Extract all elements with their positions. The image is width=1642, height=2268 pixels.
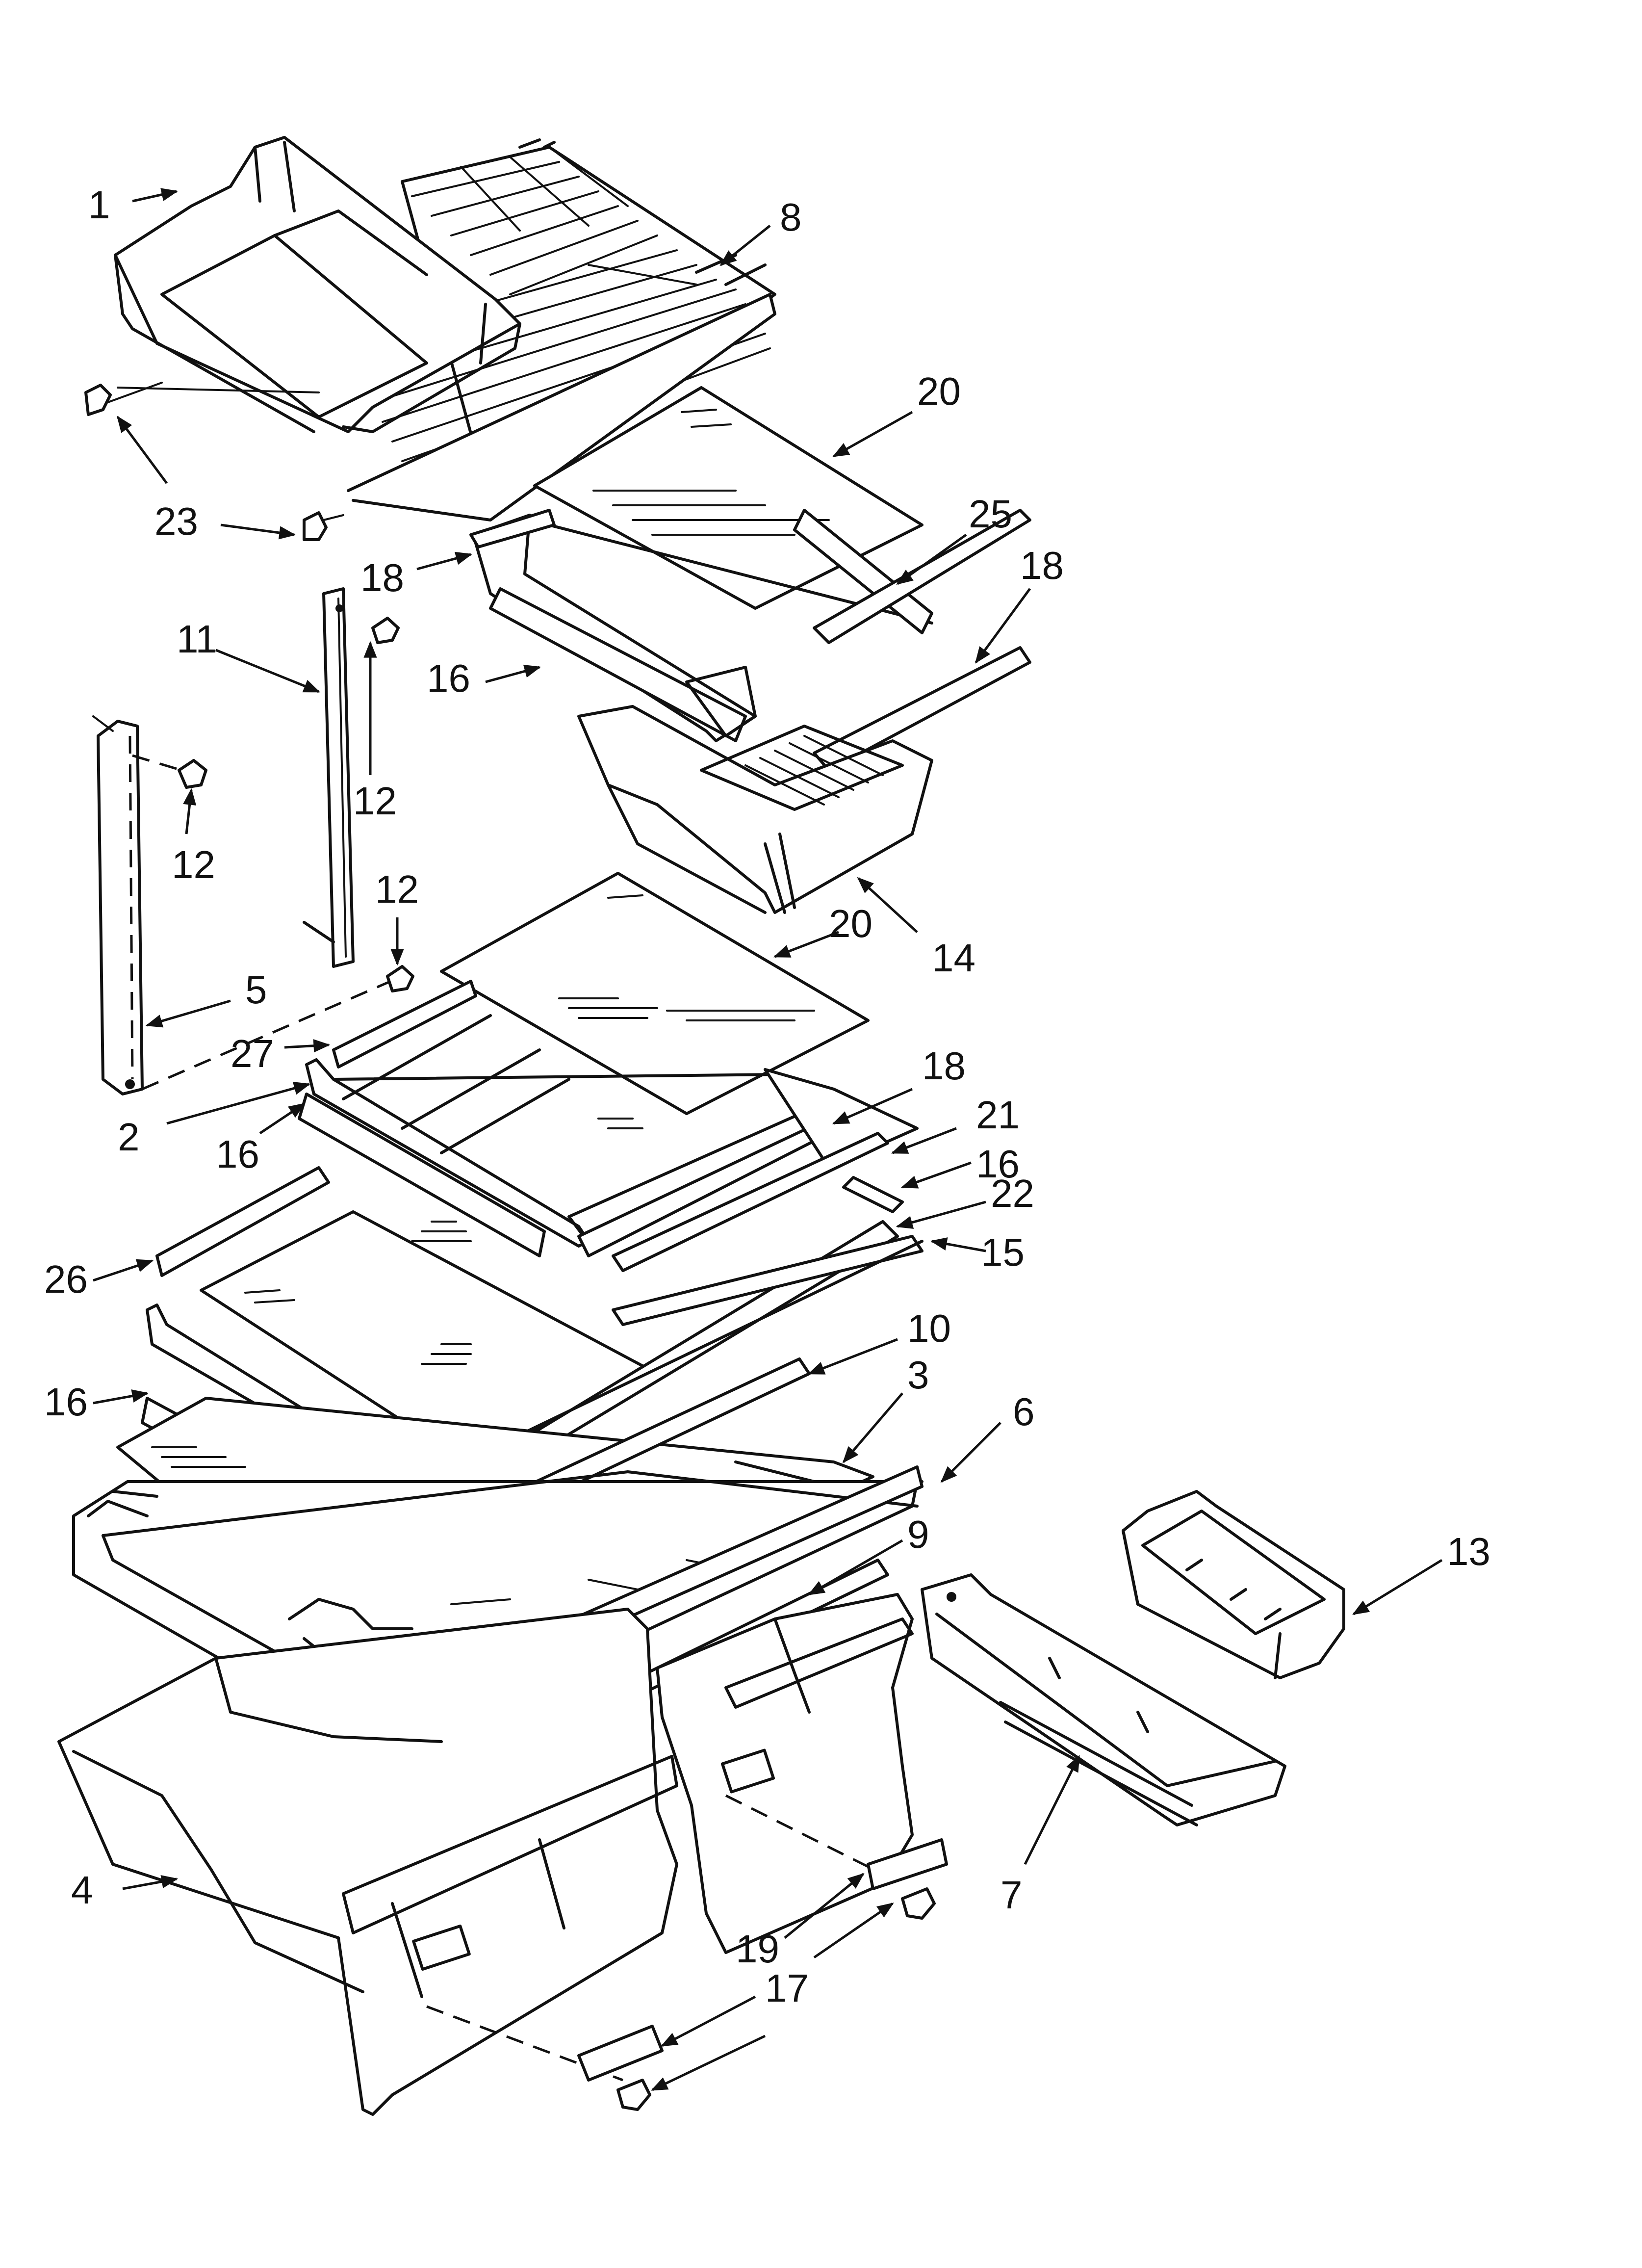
callout-20-a: 20: [917, 369, 961, 413]
callout-22: 22: [991, 1172, 1034, 1215]
callout-16-c: 16: [976, 1142, 1020, 1186]
callout-13: 13: [1447, 1530, 1490, 1573]
part-27-rail: [332, 980, 477, 1069]
part-4-crisper: [57, 1608, 678, 2116]
part-22-frame: [612, 1132, 889, 1272]
callout-17: 17: [765, 1966, 809, 2010]
part-14-drawer: [577, 666, 933, 914]
callout-16-a: 16: [427, 656, 470, 700]
part-26-rail: [155, 1166, 330, 1277]
callout-20-b: 20: [829, 902, 872, 945]
callout-16-b: 16: [216, 1132, 259, 1176]
part-11-ladder: [303, 587, 355, 968]
callout-3: 3: [907, 1353, 929, 1397]
callout-26: 26: [44, 1257, 88, 1301]
part-20-glass-mid: [440, 872, 870, 1129]
right-crisper: [656, 1593, 914, 1954]
part-13-door-bin: [1122, 1490, 1345, 1679]
part-2-frame: [305, 1014, 845, 1248]
part-23-buttons: [84, 382, 344, 541]
callout-18-a: 18: [360, 556, 404, 600]
callout-16-d: 16: [44, 1380, 88, 1424]
callout-8: 8: [780, 195, 802, 239]
callout-12-c: 12: [375, 867, 419, 911]
part-17-clips: [616, 1887, 936, 2111]
part-5-ladder: [92, 715, 403, 1095]
callout-11: 11: [177, 617, 217, 661]
callout-23: 23: [154, 499, 198, 543]
callout-7: 7: [1001, 1873, 1023, 1917]
callout-18-b: 18: [1020, 544, 1064, 587]
part-18-rail-left: [469, 509, 556, 548]
callout-27: 27: [231, 1032, 274, 1075]
part-12-screws: [178, 617, 414, 992]
callout-21: 21: [976, 1093, 1020, 1137]
part-1-bin: [114, 136, 521, 433]
part-16-rail-b: [842, 1176, 904, 1213]
callout-9: 9: [907, 1512, 929, 1556]
part-7-control: [921, 1573, 1286, 1826]
callout-1: 1: [88, 183, 110, 227]
callout-15: 15: [981, 1230, 1025, 1274]
callout-5: 5: [245, 968, 267, 1012]
part-19-slides: [577, 1838, 948, 2082]
callout-19: 19: [736, 1927, 779, 1971]
callout-12-a: 12: [353, 779, 397, 823]
part-25-frame: [472, 509, 1031, 742]
leader-lines: [93, 188, 1443, 2091]
callout-labels: 1 2 3 4 5 6 7 8 9 10 11 12 12 12 13 14 1…: [44, 183, 1490, 2010]
callout-14: 14: [932, 936, 975, 980]
callout-18-c: 18: [922, 1044, 966, 1088]
callout-6: 6: [1013, 1390, 1035, 1434]
callout-10: 10: [907, 1306, 951, 1350]
callout-25: 25: [969, 492, 1012, 536]
callout-2: 2: [118, 1115, 140, 1159]
part-18-rail-right: [813, 646, 1031, 772]
callout-4: 4: [71, 1868, 93, 1912]
callout-12-b: 12: [172, 843, 215, 886]
